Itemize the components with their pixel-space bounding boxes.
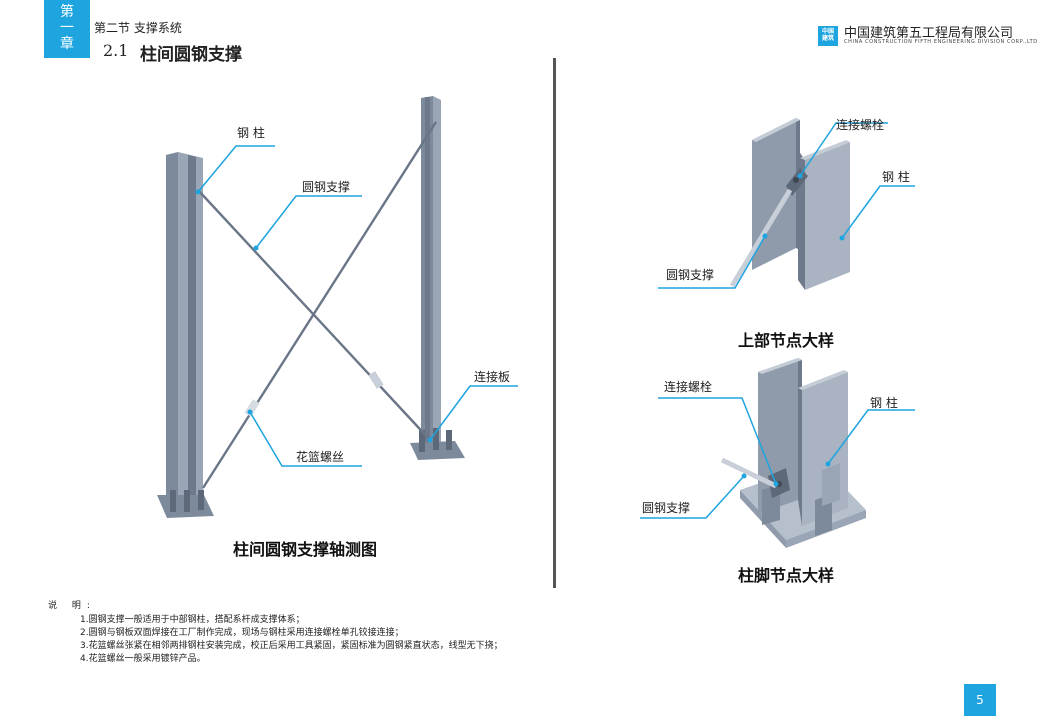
note-item: 1.圆钢支撑一般适用于中部钢柱，搭配系杆成支撑体系； bbox=[80, 615, 305, 625]
label-round-brace: 圆钢支撑 bbox=[666, 268, 715, 282]
section-number: 2.1 bbox=[103, 41, 129, 60]
round-steel-brace bbox=[201, 121, 438, 489]
vertical-divider bbox=[553, 58, 556, 588]
left-bracing-illustration bbox=[157, 96, 518, 518]
chapter-tab: 第 一 章 bbox=[44, 0, 90, 58]
notes-section: 说 明: 1.圆钢支撑一般适用于中部钢柱，搭配系杆成支撑体系； 2.圆钢与钢板双… bbox=[48, 598, 503, 666]
company-name-en: CHINA CONSTRUCTION FIFTH ENGINEERING DIV… bbox=[844, 39, 1038, 45]
column-foot-caption: 柱脚节点大样 bbox=[738, 566, 835, 585]
label-steel-column: 钢 柱 bbox=[882, 170, 910, 184]
notes-list: 1.圆钢支撑一般适用于中部钢柱，搭配系杆成支撑体系； 2.圆钢与钢板双面焊接在工… bbox=[48, 614, 503, 666]
turnbuckle-shape bbox=[368, 371, 384, 389]
foot-round-brace bbox=[720, 457, 778, 489]
company-logo: 中国建筑 bbox=[818, 26, 838, 46]
label-turnbuckle: 花篮螺丝 bbox=[296, 450, 345, 464]
note-item: 3.花篮螺丝张紧在相邻两排钢柱安装完成，校正后采用工具紧固，紧固标准为圆钢紧直状… bbox=[80, 641, 503, 651]
label-round-brace: 圆钢支撑 bbox=[302, 180, 351, 194]
notes-title: 说 明: bbox=[48, 601, 96, 611]
chapter-char: 章 bbox=[60, 36, 74, 52]
page-title: 柱间圆钢支撑 bbox=[140, 45, 242, 65]
note-item: 2.圆钢与钢板双面焊接在工厂制作完成，现场与钢柱采用连接螺栓单孔铰接连接； bbox=[80, 628, 404, 638]
label-round-brace: 圆钢支撑 bbox=[642, 501, 691, 515]
chapter-char: 第 bbox=[60, 4, 74, 20]
section-label: 第二节 支撑系统 bbox=[94, 21, 182, 35]
upper-node-illustration bbox=[658, 118, 915, 290]
page-number: 5 bbox=[964, 684, 996, 716]
chapter-char: 一 bbox=[60, 20, 74, 36]
label-steel-column: 钢 柱 bbox=[870, 396, 898, 410]
label-connection-bolt: 连接螺栓 bbox=[664, 380, 713, 394]
company-name: 中国建筑第五工程局有限公司 bbox=[844, 26, 1014, 41]
upper-steel-column bbox=[805, 142, 850, 290]
note-item: 4.花篮螺丝一般采用镀锌产品。 bbox=[80, 654, 206, 664]
column-foot-illustration bbox=[640, 358, 915, 548]
label-connection-plate: 连接板 bbox=[474, 370, 511, 384]
upper-round-brace bbox=[729, 188, 793, 288]
upper-node-caption: 上部节点大样 bbox=[738, 331, 835, 350]
upper-bolt bbox=[793, 177, 799, 183]
left-steel-column bbox=[166, 152, 178, 505]
left-figure-caption: 柱间圆钢支撑轴测图 bbox=[233, 540, 378, 559]
label-connection-bolt: 连接螺栓 bbox=[836, 118, 885, 132]
label-steel-column: 钢 柱 bbox=[237, 126, 265, 140]
